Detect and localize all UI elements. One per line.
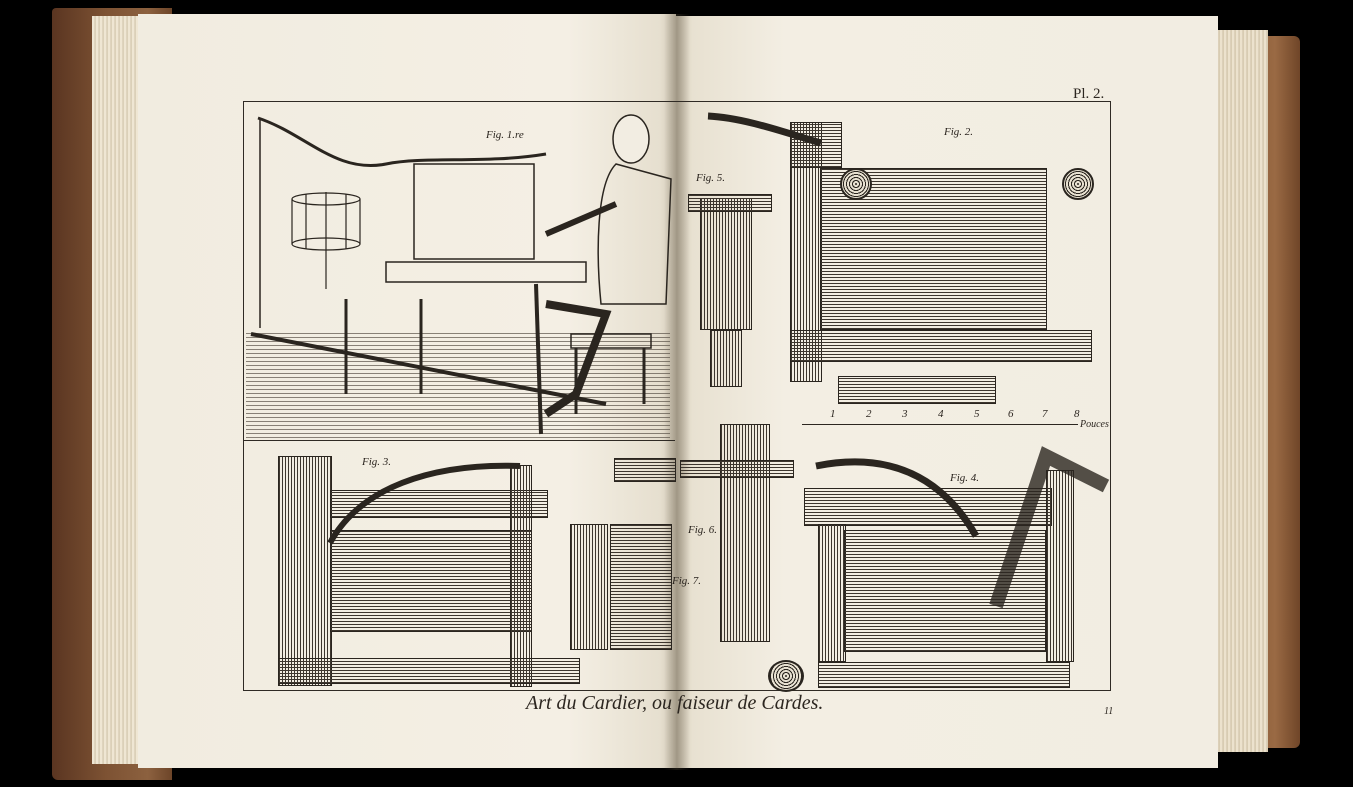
page-edges-right [1212, 30, 1268, 752]
plate-caption: Art du Cardier, ou faiseur de Cardes. [526, 692, 824, 714]
fig2-spool-right [1062, 168, 1094, 200]
fig2-base [790, 330, 1092, 362]
fig4-label: Fig. 4. [950, 472, 980, 484]
fig1-label: Fig. 1.re [486, 129, 524, 141]
fig5-foot [710, 330, 742, 387]
engraving-plate [243, 101, 1111, 691]
fig3-label: Fig. 3. [362, 456, 392, 468]
fig3-base [278, 658, 580, 684]
fig3-bow [327, 462, 521, 545]
scale-tick: 8 [1074, 408, 1080, 420]
fig7-label: Fig. 7. [672, 575, 702, 587]
panel-divider [243, 440, 675, 441]
fig2-part-R [838, 376, 996, 404]
fig7-left-frame [570, 524, 608, 650]
scale-ruler [802, 424, 1078, 425]
fig7-top-piece [614, 458, 676, 482]
fig5-column [700, 198, 752, 330]
fig4-spool [768, 660, 804, 692]
fig1-illustration [250, 114, 672, 435]
scale-tick: 1 [830, 408, 836, 420]
scale-unit: Pouces [1080, 419, 1109, 430]
scale-tick: 2 [866, 408, 872, 420]
fig2-spool-left [840, 168, 872, 200]
scale-tick: 6 [1008, 408, 1014, 420]
scale-tick: 3 [902, 408, 908, 420]
fig3-left-post [278, 456, 332, 686]
fig5-label: Fig. 5. [696, 172, 726, 184]
scale-tick: 5 [974, 408, 980, 420]
scale-tick: 4 [938, 408, 944, 420]
fig4-base [818, 662, 1070, 688]
fig5-capital [688, 194, 772, 212]
fig6-label: Fig. 6. [688, 524, 718, 536]
scale-ticks: 1 2 3 4 5 6 7 8 [800, 408, 1090, 424]
fig2-label: Fig. 2. [944, 126, 974, 138]
fig4-top-beam [804, 488, 1052, 526]
plate-number: Pl. 2. [1073, 86, 1105, 102]
fig2-bow-left [707, 112, 822, 147]
scale-tick: 7 [1042, 408, 1048, 420]
fig4-left-post [818, 524, 846, 662]
fig6-column [720, 424, 770, 642]
fig7-right-frame [610, 524, 672, 650]
fig3-right-post [510, 465, 532, 687]
fig3-card-rows [330, 530, 532, 632]
page-mark: 11 [1104, 706, 1114, 717]
fig4-bow [815, 446, 1110, 609]
page-edges-left [92, 16, 144, 764]
fig4-right-post [1046, 470, 1074, 662]
fig6-crossbar [680, 460, 794, 478]
